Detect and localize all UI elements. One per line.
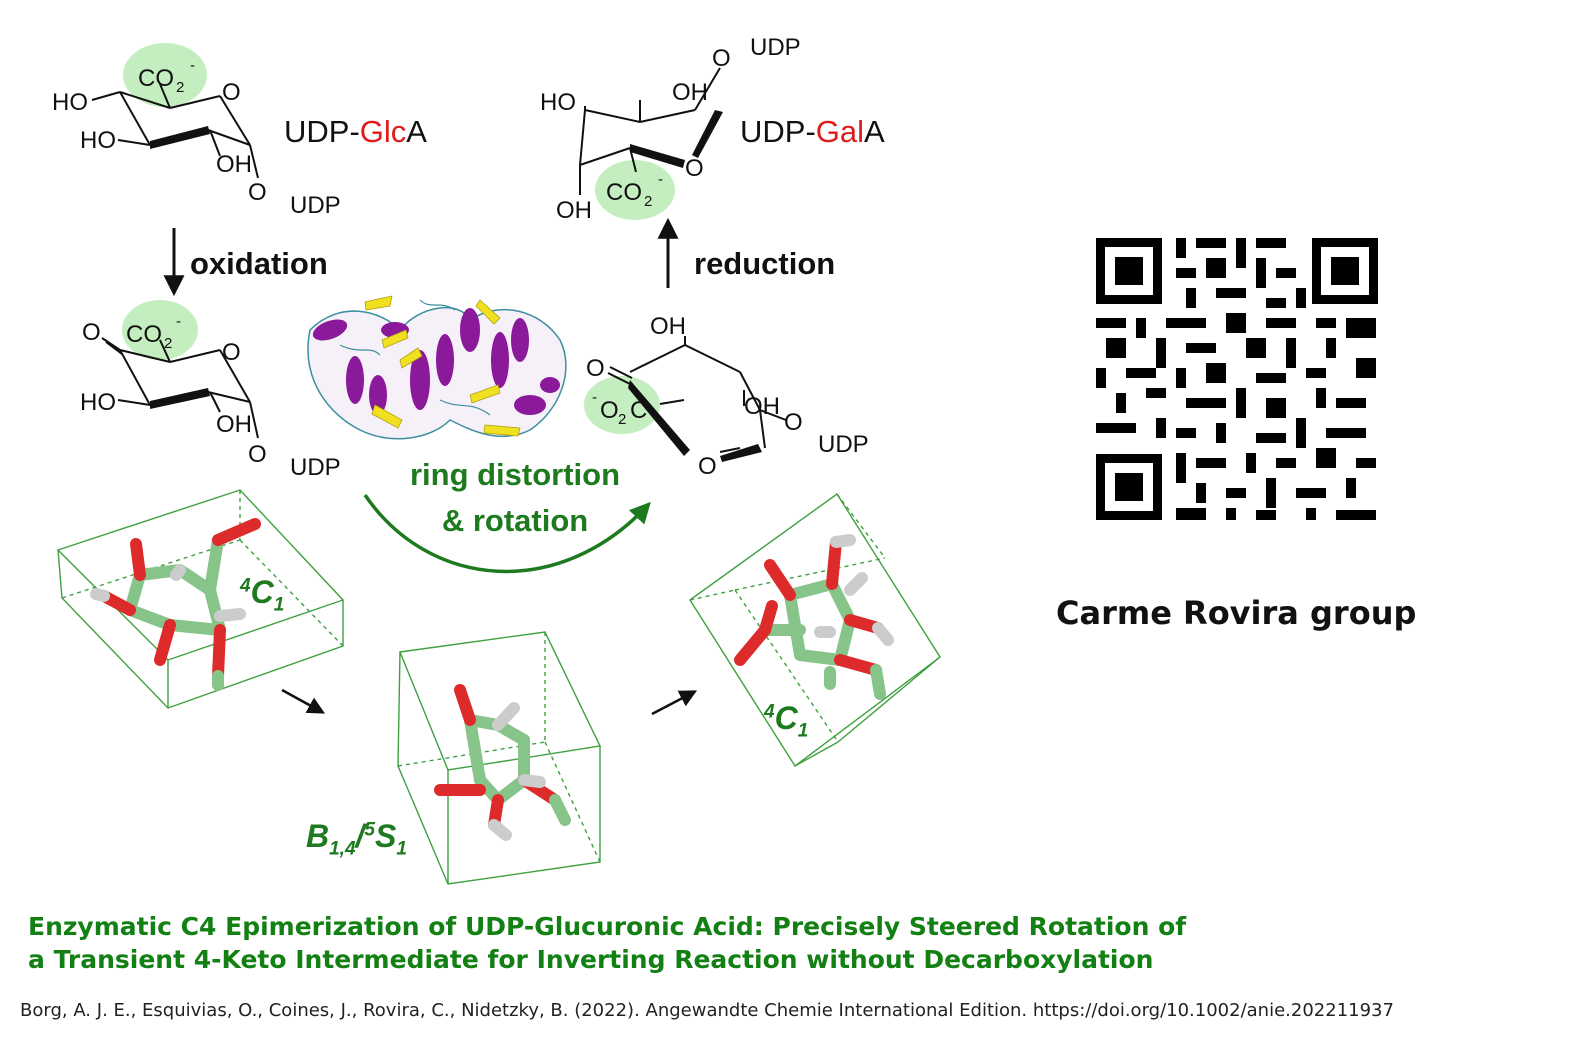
atom-c: C (630, 397, 647, 424)
conf-sep: / (355, 818, 365, 854)
conformation-arrow-1 (281, 688, 326, 714)
reduction-label: reduction (694, 246, 836, 281)
conf-sub: 1,4 (329, 838, 356, 860)
co2-highlight-circle (123, 43, 207, 107)
conformation-b14-5s1-label: B1,4/5S1 (306, 818, 407, 860)
atom-co2: CO (138, 65, 174, 92)
citation: Borg, A. J. E., Esquivias, O., Coines, J… (20, 1000, 1394, 1021)
atom-sub2: 2 (618, 411, 626, 428)
gal-highlight: Gal (815, 114, 865, 149)
atom-co2: CO (606, 179, 642, 206)
atom-ho: HO (80, 389, 116, 416)
qr-code-icon (1096, 238, 1378, 520)
ring-distortion-line2: & rotation (441, 503, 589, 538)
atom-oh: OH (672, 79, 708, 106)
udp-glca-structure: HO HO OH O O UDP CO 2 - (52, 43, 341, 219)
udp-prefix: UDP- (284, 114, 360, 149)
atom-oh: OH (556, 197, 592, 224)
atom-o-ring: O (685, 155, 704, 182)
conf-sub2: 1 (396, 838, 407, 860)
conf-base: C (250, 574, 274, 610)
co2-highlight-circle (584, 376, 660, 434)
conformation-arrow-2 (651, 690, 698, 716)
ring-distortion-line1: ring distortion (409, 457, 621, 492)
atom-sub2: 2 (176, 79, 184, 96)
atom-o-anomeric: O (248, 441, 267, 468)
enzyme-structure-image (307, 295, 567, 440)
atom-udp: UDP (818, 431, 869, 458)
oxidation-label: oxidation (190, 246, 328, 281)
atom-udp: UDP (290, 192, 341, 219)
atom-o-anomeric: O (784, 409, 803, 436)
conformer-box-4c1-right (689, 492, 941, 768)
atom-o-anomeric: O (712, 45, 731, 72)
atom-o-anomeric: O (248, 179, 267, 206)
conf-sup: 4 (764, 701, 775, 723)
atom-ho: HO (540, 89, 576, 116)
atom-o2c-minus: - (592, 389, 597, 406)
paper-title: Enzymatic C4 Epimerization of UDP-Glucur… (28, 910, 1528, 976)
keto-intermediate-structure: O HO OH O O UDP CO 2 - (80, 300, 341, 481)
glc-highlight: Glc (359, 114, 407, 149)
atom-ho: HO (52, 89, 88, 116)
conf-base: C (774, 700, 798, 736)
conf-sup: 4 (240, 575, 251, 597)
atom-udp: UDP (290, 454, 341, 481)
ring-distortion-arrow (363, 494, 651, 574)
group-name: Carme Rovira group (1056, 594, 1417, 632)
atom-ho: HO (80, 127, 116, 154)
conformer-box-b14-5s1 (397, 631, 602, 885)
co2-highlight-circle (595, 160, 675, 220)
atom-o-ring: O (698, 453, 717, 480)
conf-sup: 5 (364, 819, 375, 841)
udp-gala-structure: HO OH O O UDP OH CO 2 - (540, 34, 801, 224)
atom-o2c: O (600, 397, 619, 424)
atom-o-ring: O (222, 79, 241, 106)
conf-base2: S (375, 818, 397, 854)
ring-distortion-label: ring distortion & rotation (380, 452, 650, 544)
conformer-box-4c1-left (56, 489, 345, 709)
atom-oh: OH (216, 151, 252, 178)
atom-o-keto: O (586, 355, 605, 382)
atom-sub2: 2 (644, 193, 652, 210)
atom-udp: UDP (750, 34, 801, 61)
paper-title-line1: Enzymatic C4 Epimerization of UDP-Glucur… (28, 912, 1187, 941)
atom-oh: OH (216, 411, 252, 438)
conf-sub: 1 (273, 594, 285, 616)
atom-minus: - (190, 57, 195, 74)
udp-gala-label: UDP-GalA (740, 114, 885, 150)
atom-oh: OH (744, 393, 780, 420)
atom-oh: OH (650, 313, 686, 340)
udp-prefix: UDP- (740, 114, 816, 149)
co2-highlight-circle (122, 300, 198, 360)
udp-glca-label: UDP-GlcA (284, 114, 427, 150)
atom-minus: - (176, 313, 181, 330)
paper-title-line2: a Transient 4-Keto Intermediate for Inve… (28, 945, 1154, 974)
atom-o-ring: O (222, 339, 241, 366)
conf-base: B (306, 818, 330, 854)
conf-sub: 1 (797, 720, 809, 742)
atom-co2: CO (126, 321, 162, 348)
acid-suffix: A (864, 114, 885, 149)
atom-o-keto: O (82, 319, 101, 346)
conformation-4c1-right-label: 4C1 (764, 700, 808, 742)
atom-minus: - (658, 171, 663, 188)
rotated-intermediate-structure: OH O - O 2 C OH O UDP O (584, 313, 869, 480)
atom-sub2: 2 (164, 335, 172, 352)
reaction-scheme: HO HO OH O O UDP CO 2 - HO OH O O UDP OH… (52, 34, 941, 885)
conformation-4c1-left-label: 4C1 (240, 574, 284, 616)
acid-suffix: A (406, 114, 427, 149)
